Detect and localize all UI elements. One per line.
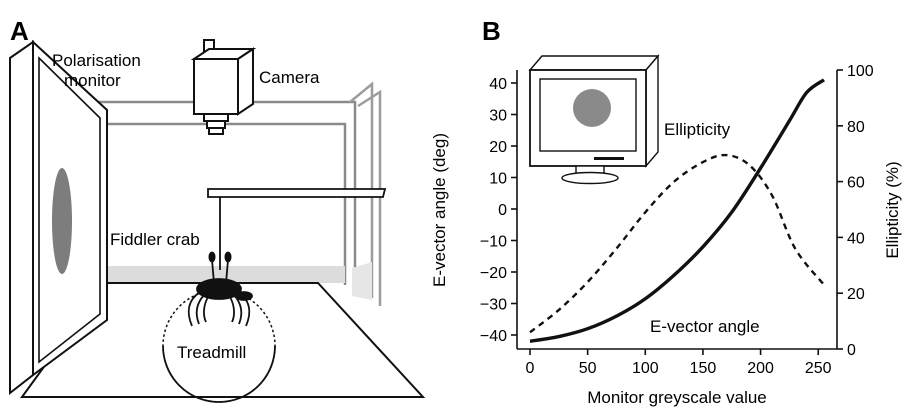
right-floor-strip [352, 262, 372, 300]
y-tick-label: 10 [489, 171, 507, 188]
y-tick-label: −10 [480, 234, 507, 251]
polarisation-monitor [9, 39, 108, 396]
x-tick-label: 150 [690, 360, 717, 377]
y-tick-label: −40 [480, 328, 507, 345]
y-tick-label: 20 [489, 139, 507, 156]
y2-tick-label: 0 [847, 342, 856, 359]
floor-strip [100, 266, 345, 283]
panel-a-letter: A [10, 16, 29, 46]
series-label-evector: E-vector angle [650, 317, 760, 336]
support-arm [207, 188, 387, 270]
camera-label: Camera [259, 68, 320, 87]
inset-monitor-stimulus [573, 89, 611, 127]
treadmill-ball-front [162, 345, 276, 403]
crab-label: Fiddler crab [110, 230, 200, 249]
y-ticks: −40 −30 −20 −10 0 10 20 30 40 [480, 76, 517, 345]
y2-axis-title: Ellipticity (%) [883, 161, 902, 258]
inset-monitor-icon [528, 54, 660, 185]
y-axis-title: E-vector angle (deg) [430, 133, 449, 287]
y2-tick-label: 100 [847, 63, 874, 80]
monitor-label-line1: Polarisation [52, 51, 141, 70]
monitor-label-line2: monitor [64, 71, 121, 90]
x-ticks: 0 50 100 150 200 250 [526, 349, 832, 377]
y2-ticks: 0 20 40 60 80 100 [837, 63, 874, 359]
y2-tick-label: 20 [847, 286, 865, 303]
treadmill-label: Treadmill [177, 343, 246, 362]
y2-tick-label: 40 [847, 230, 865, 247]
y-tick-label: −30 [480, 297, 507, 314]
series-label-ellipticity: Ellipticity [664, 120, 731, 139]
series-group [529, 78, 826, 343]
evector-angle-line [529, 78, 826, 343]
x-tick-label: 250 [805, 360, 832, 377]
fiddler-crab [187, 251, 253, 327]
arena-right-wall [349, 81, 382, 306]
x-tick-label: 100 [632, 360, 659, 377]
y-tick-label: 30 [489, 108, 507, 125]
y-tick-label: −20 [480, 265, 507, 282]
y-tick-label: 40 [489, 76, 507, 93]
camera [190, 39, 257, 135]
panel-b-letter: B [482, 16, 501, 46]
y2-tick-label: 80 [847, 119, 865, 136]
y-tick-label: 0 [498, 202, 507, 219]
y2-tick-label: 60 [847, 175, 865, 192]
x-tick-label: 50 [579, 360, 597, 377]
monitor-stimulus-ellipse [52, 168, 72, 274]
x-tick-label: 200 [747, 360, 774, 377]
x-tick-label: 0 [526, 360, 535, 377]
x-axis-title: Monitor greyscale value [587, 388, 767, 407]
